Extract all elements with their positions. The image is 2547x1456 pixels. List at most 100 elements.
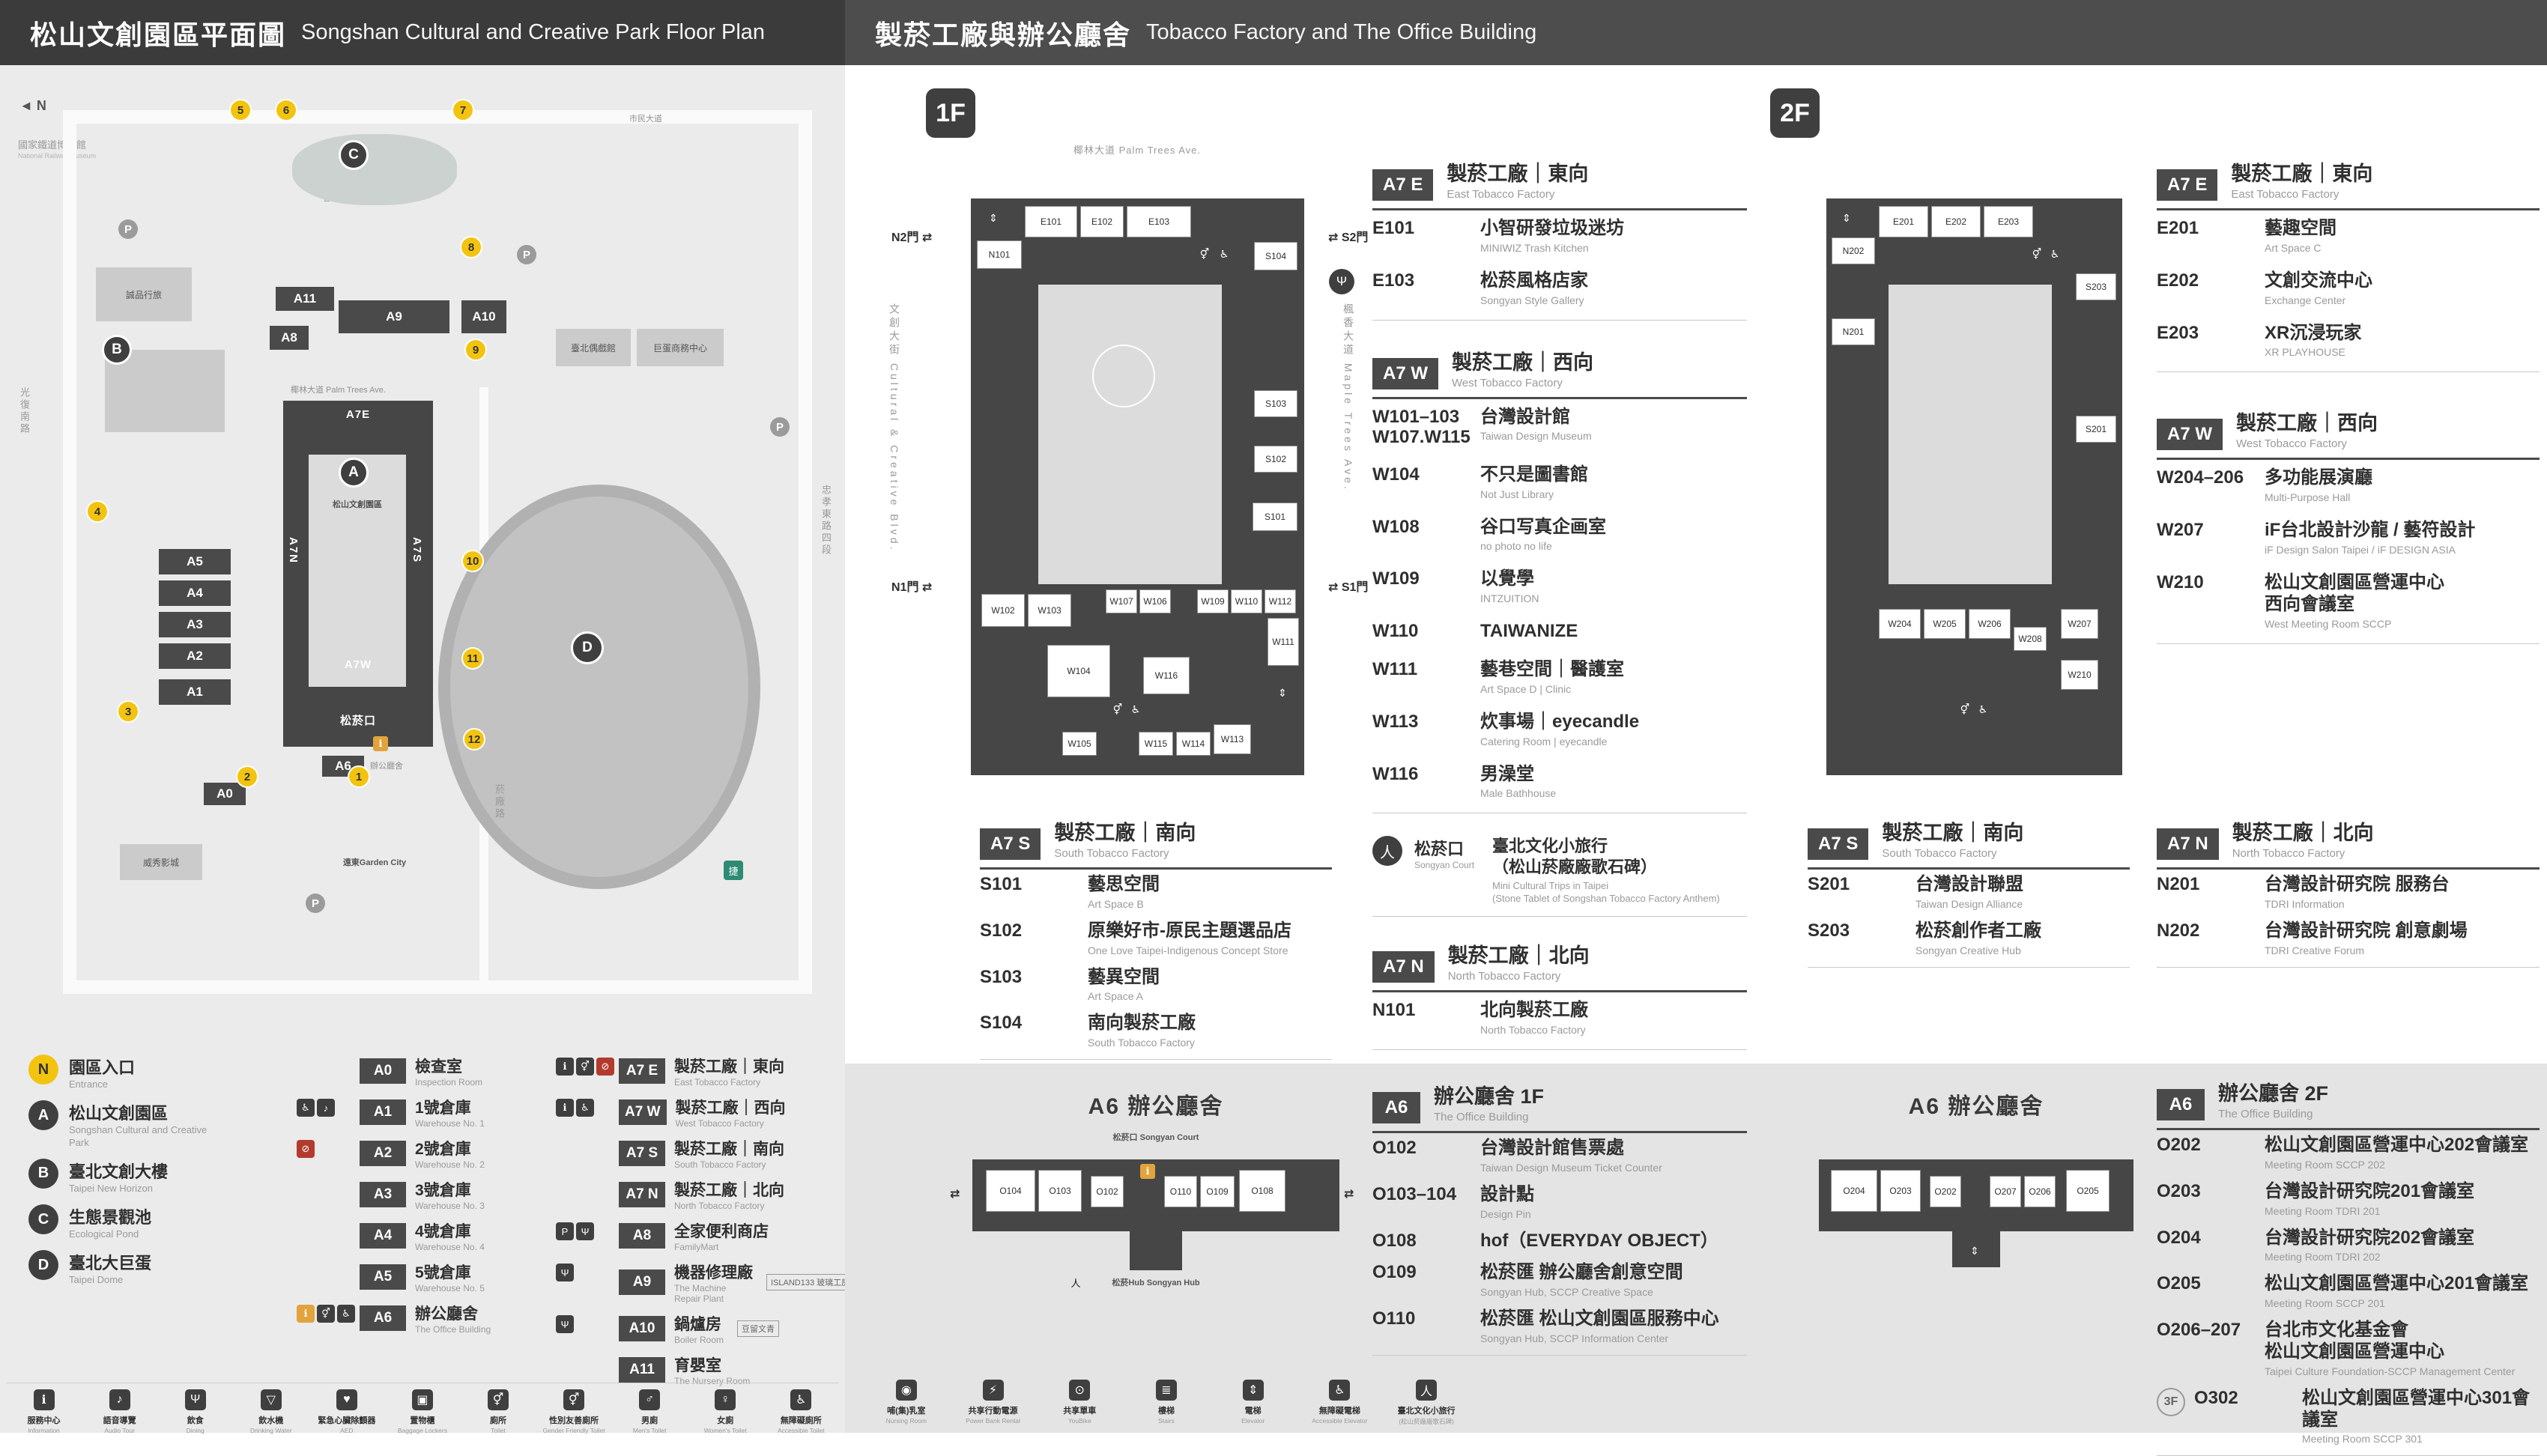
facility-icon: ⊘ xyxy=(596,1058,614,1076)
gate-s2-label: ⇄ S2門 xyxy=(1328,231,1369,244)
plan-pic-P: P xyxy=(306,894,325,913)
legend-buildings-column-b: ⊘⚥ℹ A7 E 製菸工廠｜東向 East Tobacco Factory ♿ℹ… xyxy=(556,1055,855,1395)
facility-legend-strip-left: ℹ 服務中心 Information ♪ 語音導覽 Audio Tour Ψ 飲… xyxy=(6,1383,839,1434)
plan-room-O108: O108 xyxy=(1239,1170,1285,1212)
section-badge: A6 xyxy=(1372,1092,1420,1123)
room-code: O102 xyxy=(1372,1138,1417,1158)
room-name: 藝巷空間｜醫護室 Art Space D | Clinic xyxy=(1480,658,1624,695)
room-code: E101 xyxy=(1372,218,1415,238)
plan-gate-⇄: ⇄ xyxy=(1344,1188,1354,1201)
room-row: N202 台灣設計研究院 創意劇場 TDRI Creative Forum xyxy=(2157,916,2540,962)
map-entrance-dot-5: 5 xyxy=(229,99,252,121)
plan-room-W111: W111 xyxy=(1268,618,1299,666)
plan-room-W107: W107 xyxy=(1106,589,1137,613)
plan-room-E103: E103 xyxy=(1127,206,1191,237)
room-row: W116 男澡堂 Male Bathhouse xyxy=(1372,756,1747,809)
legend-building-row: Ψ A10 鍋爐房 Boiler Room 豆留文青 xyxy=(556,1312,845,1345)
plan-vlbl-忠孝東路四段: 忠孝東路四段 xyxy=(820,485,832,556)
section-badge: A7 S xyxy=(980,828,1041,860)
legend-building-row: A7 N 製菸工廠｜北向 North Tobacco Factory xyxy=(556,1178,845,1211)
room-code: W101–103 W107.W115 xyxy=(1372,406,1471,448)
plan-wic-⚥: ⚥ xyxy=(1112,703,1123,715)
plan-room-O202: O202 xyxy=(1930,1176,1961,1207)
room-code: S101 xyxy=(980,874,1023,894)
room-code: W110 xyxy=(1372,621,1419,642)
room-name: 台灣設計研究院 服務台 TDRI Information xyxy=(2265,874,2450,910)
facility-icon: ℹ xyxy=(556,1058,574,1076)
room-name: 台灣設計研究院 創意劇場 TDRI Creative Forum xyxy=(2265,920,2468,956)
plan-wic-♿: ♿ xyxy=(1219,247,1229,260)
plan-vlbl-菸廠路: 菸廠路 xyxy=(494,784,505,820)
plan-wic-⚥: ⚥ xyxy=(2032,247,2042,260)
room-name: 多功能展演廳 Multi-Purpose Hall xyxy=(2265,467,2372,504)
plan-room-W210: W210 xyxy=(2061,660,2098,690)
map-entrance-dot-4: 4 xyxy=(86,500,109,523)
room-code: O103–104 xyxy=(1372,1183,1457,1204)
plan-bar-A10: A10 xyxy=(461,300,506,333)
facility-icon: ♪ xyxy=(109,1389,130,1410)
plan-room-W205: W205 xyxy=(1924,609,1966,639)
plan-lbl-辦公廳舍: 辦公廳舍 xyxy=(370,762,403,771)
facility-icon: ⚥ xyxy=(317,1305,335,1323)
plan-lbl-椰林大道 Palm Trees Ave.: 椰林大道 Palm Trees Ave. xyxy=(291,386,386,395)
plan-lblC-遠東Garden City: 遠東Garden City xyxy=(342,858,407,867)
plan-room-S201: S201 xyxy=(2076,416,2116,443)
plan-court xyxy=(1038,285,1222,584)
plan-room-W115: W115 xyxy=(1139,732,1173,756)
marker-circle-icon: A xyxy=(28,1100,58,1131)
building-code-badge: A8 xyxy=(619,1223,665,1249)
building-code-badge: A5 xyxy=(360,1264,406,1290)
room-code: E103 xyxy=(1372,270,1415,291)
park-map-panel: 松山文創園區平面圖 Songshan Cultural and Creative… xyxy=(0,0,855,1434)
plan-room-W114: W114 xyxy=(1176,732,1211,756)
plan-room-O110: O110 xyxy=(1164,1176,1197,1207)
facility-icon: P xyxy=(556,1222,574,1240)
plan-mcirc-B: B xyxy=(102,335,132,365)
plan-room-W204: W204 xyxy=(1879,609,1921,639)
facility-icon: ⊘ xyxy=(297,1140,315,1158)
legend-building-row: A5 5號倉庫 Warehouse No. 5 xyxy=(297,1261,544,1293)
room-name: 松菸匯 辦公廳舍創意空間 Songyan Hub, SCCP Creative … xyxy=(1480,1262,1683,1299)
facility-item: ▣ 置物櫃 Baggage Lockers xyxy=(385,1389,460,1434)
room-name: 台灣設計研究院201會議室 Meeting Room TDRI 201 xyxy=(2265,1180,2475,1217)
plan-room-W113: W113 xyxy=(1214,724,1251,754)
room-name: 松山文創園區營運中心202會議室 Meeting Room SCCP 202 xyxy=(2265,1135,2529,1171)
legend-marker-row: A 松山文創園區 Songshan Cultural and Creative … xyxy=(28,1100,276,1149)
marker-circle-icon: B xyxy=(28,1158,58,1189)
room-code: O110 xyxy=(1372,1308,1416,1329)
room-name: XR沉浸玩家 XR PLAYHOUSE xyxy=(2265,322,2362,359)
legend-markers-column: N 園區入口 Entrance A 松山文創園區 Songshan Cultur… xyxy=(28,1055,276,1296)
room-row: O102 台灣設計館售票處 Taiwan Design Museum Ticke… xyxy=(1372,1133,1747,1180)
marker-circle-icon: C xyxy=(28,1204,58,1234)
plan-mcirc-A: A xyxy=(339,458,369,488)
room-code: W109 xyxy=(1372,568,1420,589)
room-name: 台灣設計研究院202會議室 Meeting Room TDRI 202 xyxy=(2265,1227,2475,1264)
room-name: 小智研發垃圾迷坊 MINIWIZ Trash Kitchen xyxy=(1480,218,1624,254)
room-code: O202 xyxy=(2157,1135,2201,1155)
legend-building-row: Ψ A9 機器修理廠 The Machine Repair Plant ISLA… xyxy=(556,1261,855,1304)
left-header-title-en: Songshan Cultural and Creative Park Floo… xyxy=(301,20,766,44)
room-row: Ψ E103 松菸風格店家 Songyan Style Gallery xyxy=(1329,263,1747,315)
building-code-badge: A9 xyxy=(619,1270,665,1295)
room-row: W204–206 多功能展演廳 Multi-Purpose Hall xyxy=(2157,460,2540,512)
facility-icon: ♂ xyxy=(639,1389,661,1410)
plan-wic-⇕: ⇕ xyxy=(1278,686,1287,699)
plan-room-N201: N201 xyxy=(1832,318,1875,345)
plan-room-O203: O203 xyxy=(1880,1170,1921,1212)
room-row: W210 松山文創園區營運中心 西向會議室 West Meeting Room … xyxy=(2157,565,2540,639)
plan-bar-A2: A2 xyxy=(159,643,231,669)
facility-item: 人 臺北文化小旅行 (松山菸廠廠歌石碑) xyxy=(1389,1380,1464,1426)
room-row: S101 藝思空間 Art Space B xyxy=(980,870,1332,916)
plan-room-O206: O206 xyxy=(2024,1176,2056,1207)
plan-room-W104: W104 xyxy=(1047,645,1110,697)
plan-room-N101: N101 xyxy=(977,240,1022,269)
room-row: W109 以覺學 INTZUITION xyxy=(1372,561,1747,613)
facility-icon: Ψ xyxy=(1329,268,1354,294)
gate-s1-label: ⇄ S1門 xyxy=(1328,581,1369,594)
section-badge: A7 N xyxy=(1372,951,1435,983)
